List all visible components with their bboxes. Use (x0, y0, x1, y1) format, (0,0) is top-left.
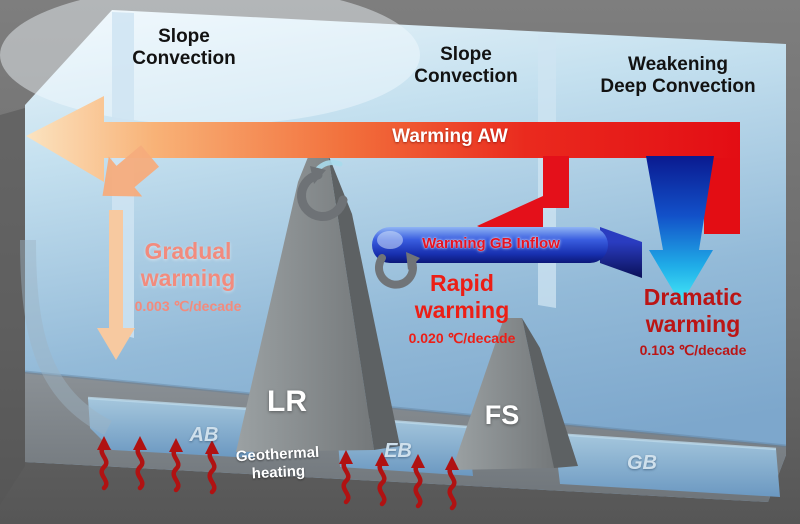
gb-inflow-cap-highlight (377, 231, 403, 249)
gb-inflow-arrow (372, 227, 608, 263)
warming-aw-arrow (26, 96, 740, 182)
deep-convection-arrow (646, 156, 714, 304)
left-wall-curve (20, 239, 112, 436)
floor-back-edge (24, 370, 787, 448)
mixing-curl-icon-lr (297, 166, 348, 221)
ridge-fs (452, 318, 554, 470)
gradual-warming-arrowhead (97, 328, 135, 360)
ridge-fs-side (522, 318, 578, 468)
ridge-lr-side (328, 154, 400, 450)
aw-downwelling-segment (704, 158, 740, 234)
basin-gb-floor (554, 434, 780, 497)
aw-branch-shaft (543, 156, 569, 208)
slope-branch-arrow (102, 145, 159, 197)
basin-ab-edge (87, 396, 251, 411)
surface-highlight (0, 0, 420, 125)
gb-inflow-arrow-bend (600, 227, 642, 278)
left-wall (0, 108, 25, 505)
ridge-lr (236, 152, 374, 452)
basin-gb-edge (553, 432, 777, 451)
gradual-warming-arrow (109, 210, 123, 330)
mixing-curl-icon-inflow (374, 252, 420, 289)
